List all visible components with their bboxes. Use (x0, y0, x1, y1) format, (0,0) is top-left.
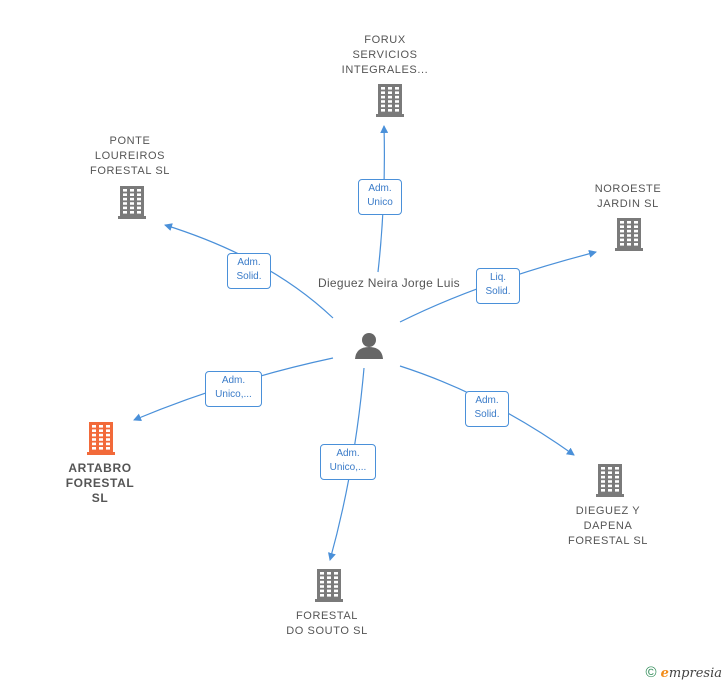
company-label-artabro[interactable]: ARTABRO FORESTAL SL (45, 461, 155, 506)
company-label-noroeste[interactable]: NOROESTE JARDIN SL (573, 182, 683, 212)
company-label-line: LOUREIROS (94, 150, 166, 162)
role-text: Adm. (368, 183, 392, 194)
role-text: Unico (367, 197, 393, 208)
role-box-artabro[interactable]: Adm. Unico,... (205, 371, 262, 407)
company-label-line: FORESTAL (295, 610, 359, 622)
role-text: Adm. (221, 375, 246, 386)
company-label-line: JARDIN SL (597, 198, 659, 210)
company-label-forux[interactable]: FORUX SERVICIOS INTEGRALES... (330, 33, 440, 78)
person-name-line-1: Dieguez (318, 276, 365, 290)
company-label-line: DIEGUEZ Y (575, 505, 641, 517)
person-name[interactable]: Dieguez Neira Jorge Luis (318, 276, 460, 291)
person-icon[interactable] (355, 333, 383, 359)
company-label-line: ARTABRO (68, 461, 132, 475)
building-icon-noroeste[interactable] (615, 218, 643, 251)
role-box-ponte[interactable]: Adm. Solid. (227, 253, 271, 289)
building-icon-artabro[interactable] (87, 422, 115, 455)
building-icon-dieguez-dapena[interactable] (596, 464, 624, 497)
empresia-footer[interactable]: ©empresia (646, 664, 722, 681)
logo-text: mpresia (668, 666, 722, 681)
company-label-line: FORUX (364, 34, 406, 46)
role-text: Solid. (474, 409, 500, 420)
company-label-line: DO SOUTO SL (286, 625, 368, 637)
role-box-souto[interactable]: Adm. Unico,... (320, 444, 376, 480)
building-icon-souto[interactable] (315, 569, 343, 602)
building-icon-forux[interactable] (376, 84, 404, 117)
role-text: Solid. (236, 271, 262, 282)
building-icon-ponte[interactable] (118, 186, 146, 219)
person-name-line-3: Luis (436, 276, 460, 290)
company-label-line: DAPENA (583, 520, 633, 532)
company-label-line: INTEGRALES... (341, 64, 429, 76)
role-text: Solid. (485, 286, 511, 297)
company-label-line: FORESTAL SL (90, 165, 170, 177)
role-text: Unico,... (329, 462, 367, 473)
empresia-logo: empresia (661, 666, 722, 681)
company-label-ponte[interactable]: PONTE LOUREIROS FORESTAL SL (75, 134, 185, 179)
company-label-souto[interactable]: FORESTAL DO SOUTO SL (272, 609, 382, 639)
company-label-line: FORESTAL SL (568, 535, 648, 547)
company-label-line: SL (91, 491, 109, 505)
role-text: Unico,... (215, 389, 252, 400)
logo-initial: e (660, 666, 669, 681)
company-label-dieguez-dapena[interactable]: DIEGUEZ Y DAPENA FORESTAL SL (553, 504, 663, 549)
copyright-icon: © (645, 664, 657, 681)
role-text: Adm. (475, 395, 499, 406)
role-box-dieguez-dapena[interactable]: Adm. Solid. (465, 391, 509, 427)
company-label-line: SERVICIOS (352, 49, 418, 61)
role-box-noroeste[interactable]: Liq. Solid. (476, 268, 520, 304)
role-text: Liq. (489, 272, 507, 283)
role-text: Adm. (336, 448, 360, 459)
company-label-line: NOROESTE (594, 183, 662, 195)
role-box-forux[interactable]: Adm. Unico (358, 179, 402, 215)
company-label-line: PONTE (109, 135, 151, 147)
role-text: Adm. (237, 257, 261, 268)
person-name-line-2: Neira Jorge (367, 276, 434, 290)
company-label-line: FORESTAL (65, 476, 135, 490)
